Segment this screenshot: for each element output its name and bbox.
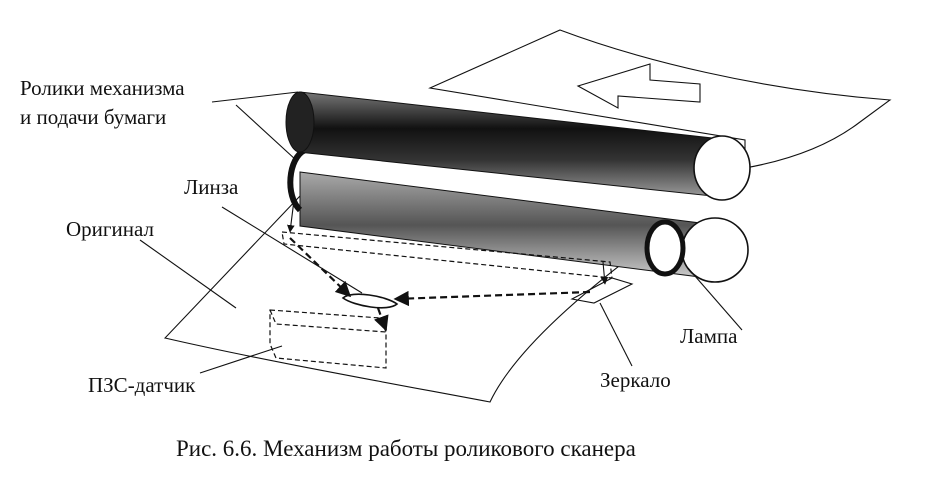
label-mirror: Зеркало <box>600 368 671 392</box>
label-lamp: Лампа <box>680 324 738 348</box>
label-ccd-sensor: ПЗС-датчик <box>88 373 196 397</box>
figure-caption: Рис. 6.6. Механизм работы роликового ска… <box>176 436 636 461</box>
label-lens: Линза <box>184 175 239 199</box>
label-original: Оригинал <box>66 217 154 241</box>
lower-roller <box>287 147 749 283</box>
original-paper-sheet <box>163 195 641 403</box>
mirror-shape <box>570 277 634 304</box>
ccd-sensor-box <box>269 309 387 369</box>
upper-roller <box>285 91 751 201</box>
upper-paper-sheet <box>428 29 892 169</box>
label-rollers-line1: Ролики механизма <box>20 76 185 100</box>
feed-direction-arrow <box>576 63 701 109</box>
lens-shape <box>341 293 399 309</box>
label-rollers-line2: и подачи бумаги <box>20 105 166 129</box>
